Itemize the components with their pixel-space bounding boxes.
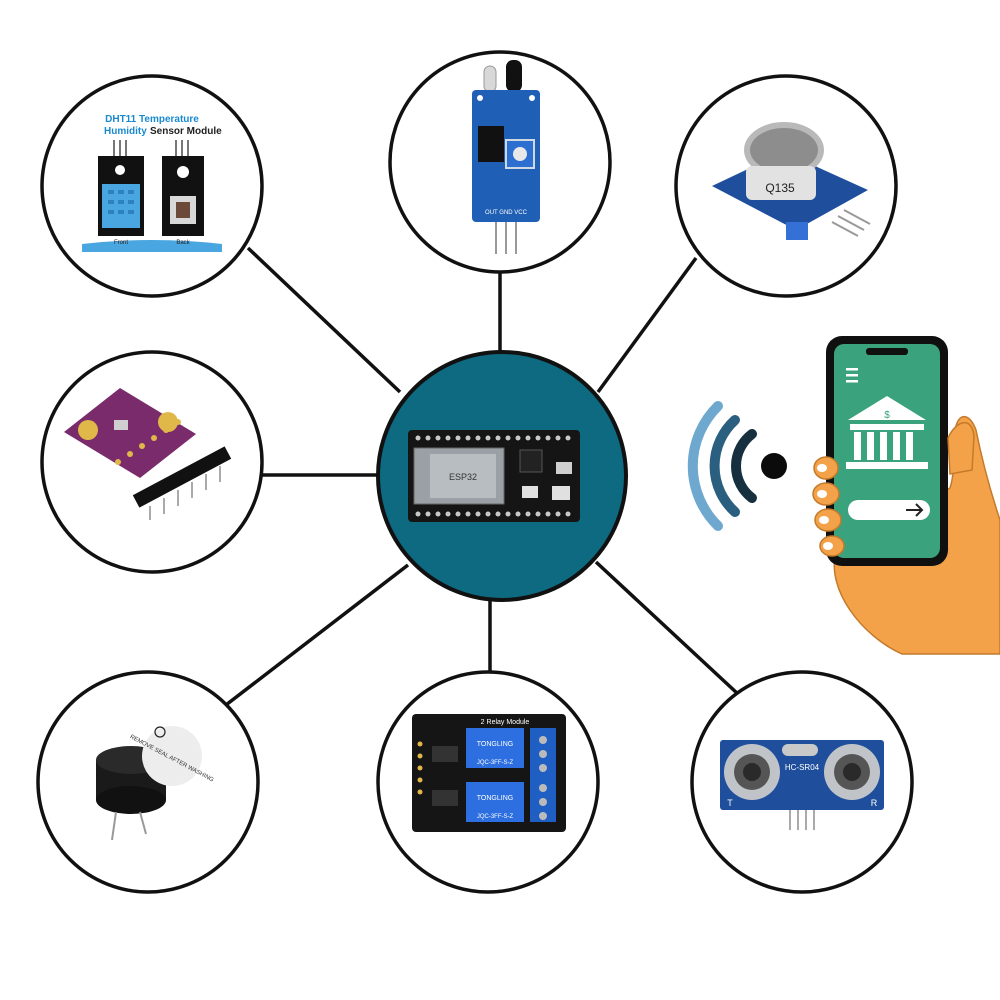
- relay1-model: JQC-3FF-S-Z: [477, 760, 514, 766]
- ultrasonic-t-mark: T: [727, 798, 733, 808]
- edge-dht11: [248, 248, 400, 392]
- relay2-model: JQC-3FF-S-Z: [477, 814, 514, 820]
- relay1-brand: TONGLING: [477, 741, 513, 748]
- dht11-caption-front: Front: [114, 240, 128, 246]
- relay-title: 2 Relay Module: [481, 719, 530, 726]
- node-dht11: [42, 76, 262, 296]
- dht11-title-module: Sensor Module: [150, 126, 222, 137]
- svg-text:$: $: [884, 410, 890, 421]
- edge-mq135: [598, 258, 696, 392]
- relay-module: 2 Relay Module TONGLING JQC-3FF-S-Z TONG…: [412, 714, 566, 832]
- ultrasonic-model: HC-SR04: [785, 763, 820, 772]
- esp32-label: ESP32: [449, 472, 477, 482]
- dht11-title-humidity: Humidity: [104, 126, 147, 137]
- ultrasonic-r-mark: R: [871, 798, 878, 808]
- ir-pin-label: OUT GND VCC: [485, 210, 528, 216]
- dht11-caption-back: Back: [176, 240, 190, 246]
- wifi-signal-icon: [693, 406, 787, 526]
- edge-buzzer: [222, 565, 408, 708]
- mq135-label: Q135: [765, 181, 795, 195]
- menu-icon: [846, 368, 858, 383]
- edge-ultrasonic: [596, 562, 738, 694]
- hand-phone: $: [813, 336, 1000, 654]
- esp32-board: ESP32: [408, 430, 580, 522]
- relay2-brand: TONGLING: [477, 795, 513, 802]
- dht11-title-line1: DHT11 Temperature: [105, 114, 199, 125]
